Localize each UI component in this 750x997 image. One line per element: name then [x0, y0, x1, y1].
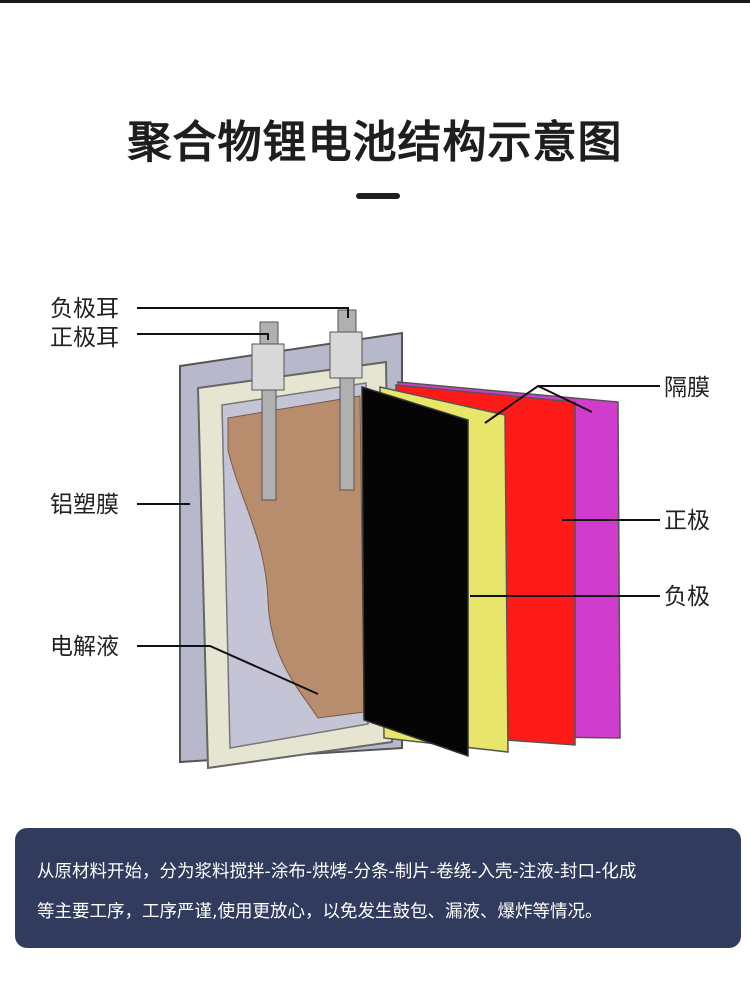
page-title: 聚合物锂电池结构示意图 — [127, 117, 623, 168]
positive-tab — [329, 309, 363, 491]
description-line-1: 从原材料开始，分为浆料搅拌-涂布-烘烤-分条-制片-卷绕-入壳-注液-封口-化成 — [37, 862, 637, 882]
label-negative-tab: 负极耳 — [50, 296, 119, 322]
top-rule — [0, 0, 750, 3]
label-electrolyte: 电解液 — [50, 634, 119, 660]
label-cathode: 正极 — [664, 508, 710, 534]
label-anode: 负极 — [664, 584, 710, 610]
negative-tab — [251, 321, 285, 501]
label-positive-tab: 正极耳 — [50, 325, 119, 351]
description-line-2: 等主要工序，工序严谨,使用更放心，以免发生鼓包、漏液、爆炸等情况。 — [37, 902, 603, 922]
process-description-box: 从原材料开始，分为浆料搅拌-涂布-烘烤-分条-制片-卷绕-入壳-注液-封口-化成… — [15, 828, 741, 948]
label-aluminum-film: 铝塑膜 — [50, 492, 119, 518]
label-separator: 隔膜 — [664, 375, 710, 401]
leader-lines — [137, 307, 660, 695]
anode-layer — [361, 385, 469, 758]
title-underline — [356, 193, 400, 199]
